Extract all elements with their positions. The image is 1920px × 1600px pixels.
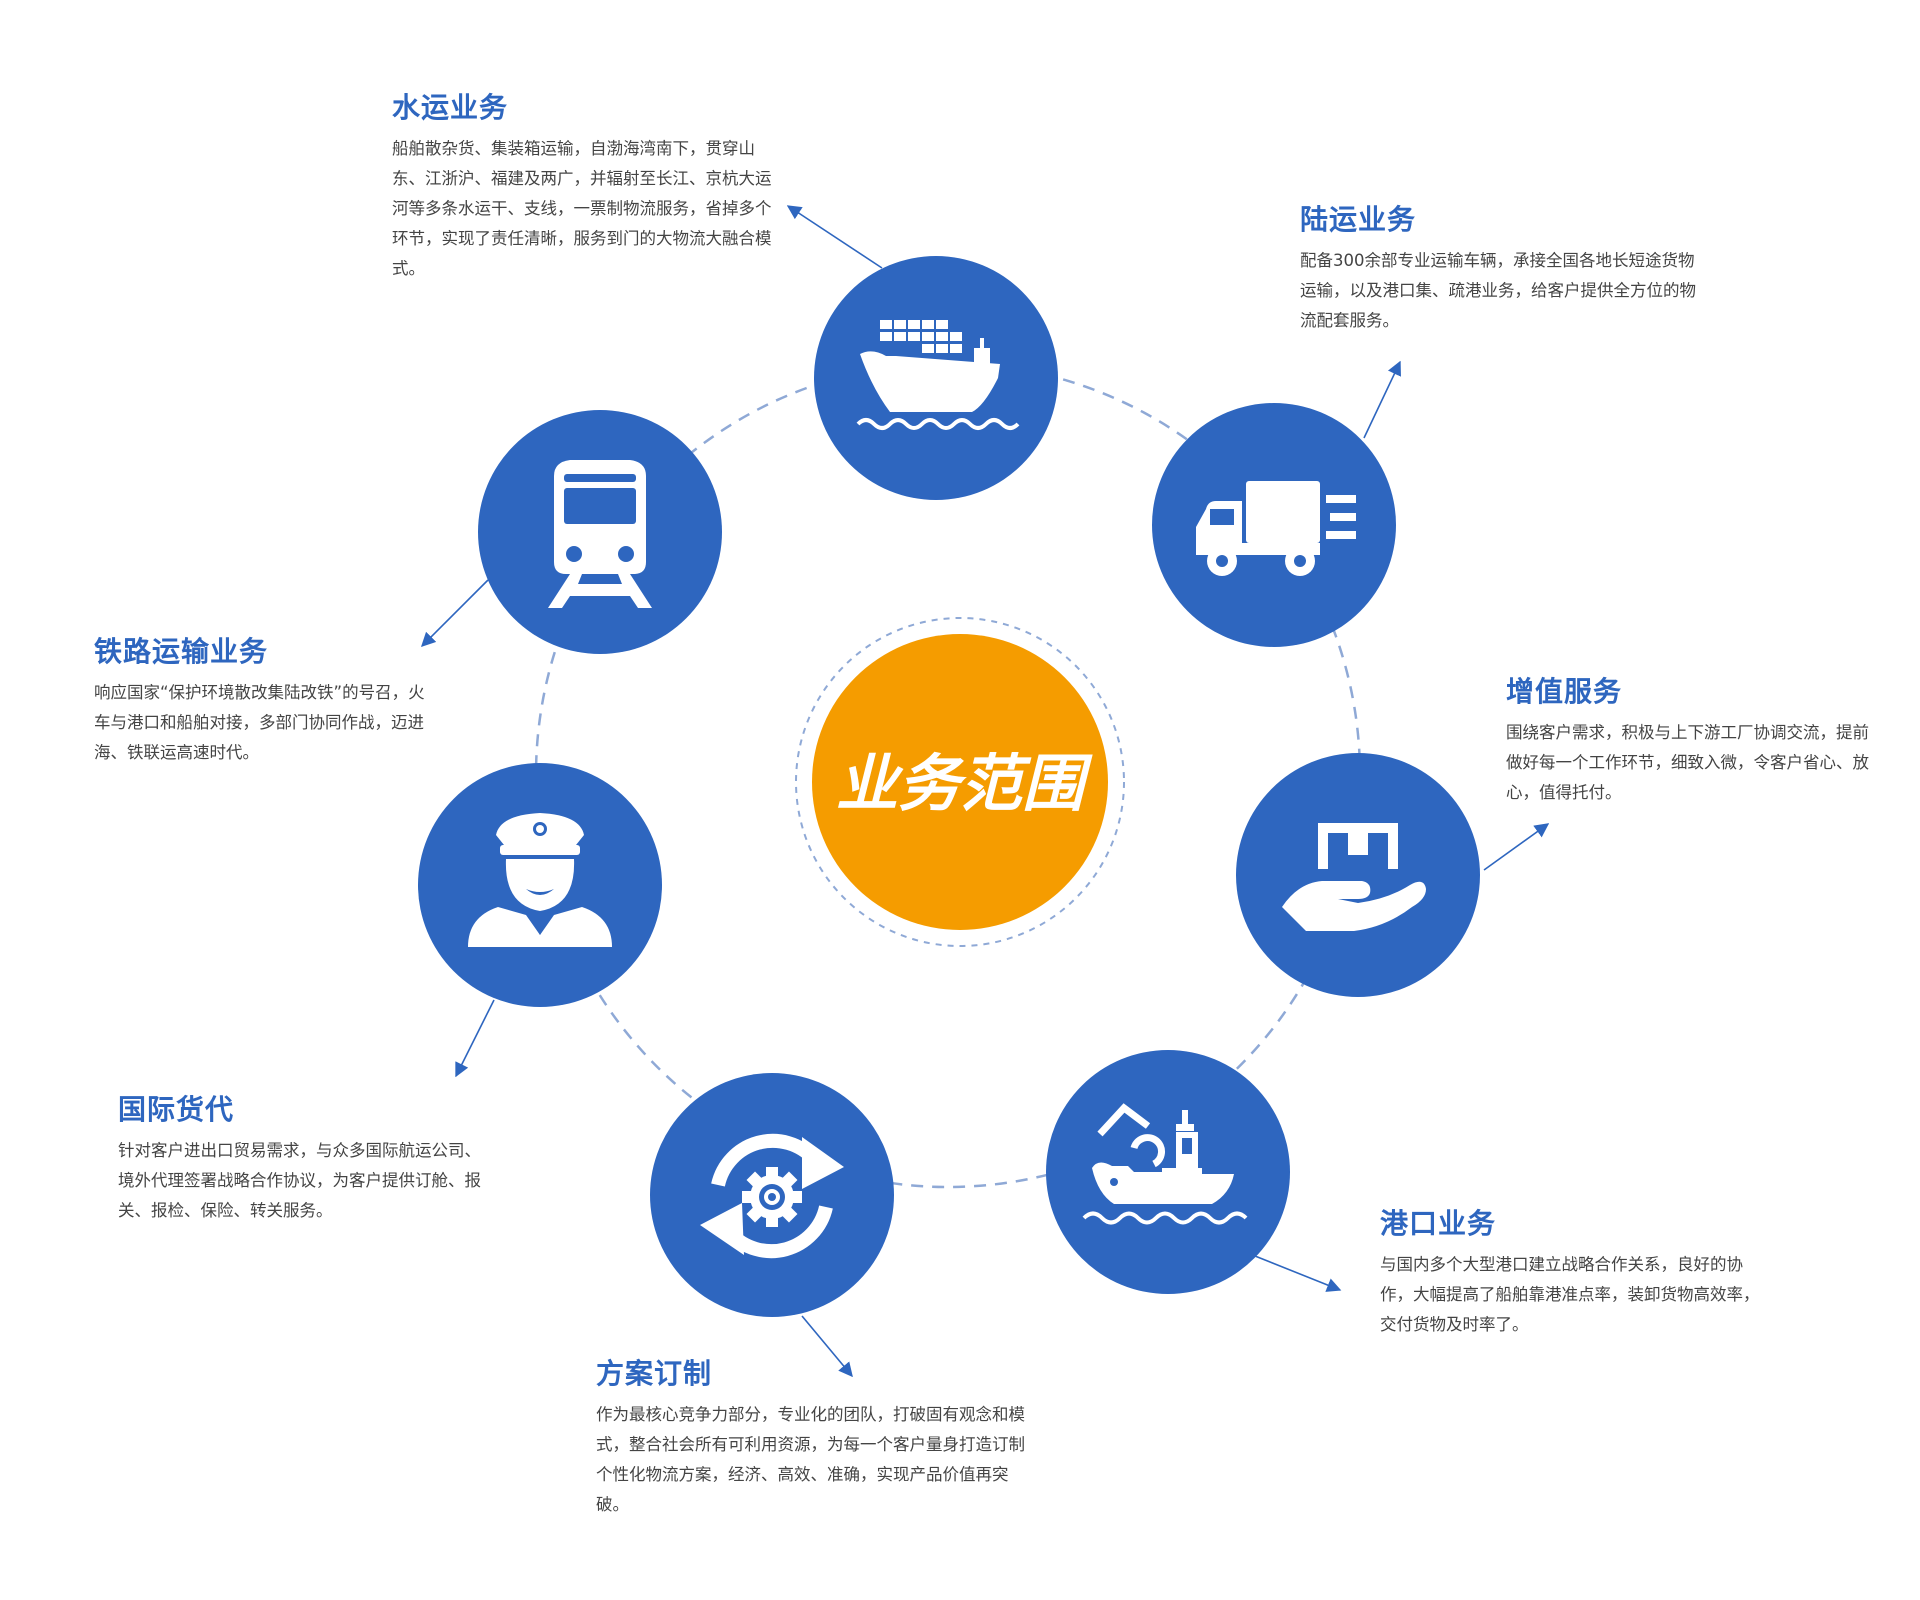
center-label: 业务范围 (836, 747, 1093, 820)
service-title: 国际货代 (118, 1093, 235, 1126)
arrow-land (1363, 360, 1401, 439)
arrow-plan (801, 1315, 853, 1378)
node-plan[interactable] (650, 1073, 894, 1317)
service-desc: 与国内多个大型港口建立战略合作关系，良好的协作，大幅提高了船舶靠港准点率，装卸货… (1380, 1255, 1760, 1334)
service-title: 港口业务 (1380, 1207, 1497, 1240)
arrow-forwarding (455, 999, 495, 1078)
service-desc: 船舶散杂货、集装箱运输，自渤海湾南下，贯穿山东、江浙沪、福建及两广，并辐射至长江… (392, 139, 772, 278)
node-water[interactable] (814, 256, 1058, 500)
arrow-rail (420, 579, 489, 648)
service-title: 水运业务 (392, 91, 509, 124)
service-desc: 围绕客户需求，积极与上下游工厂协调交流，提前做好每一个工作环节，细致入微，令客户… (1506, 723, 1869, 802)
node-land[interactable] (1152, 403, 1396, 647)
service-desc: 作为最核心竞争力部分，专业化的团队，打破固有观念和模式，整合社会所有可利用资源，… (596, 1405, 1025, 1514)
service-block-plan: 方案订制 作为最核心竞争力部分，专业化的团队，打破固有观念和模式，整合社会所有可… (596, 1352, 1036, 1520)
service-block-forwarding: 国际货代 针对客户进出口贸易需求，与众多国际航运公司、境外代理签署战略合作协议，… (118, 1088, 492, 1226)
officer-icon (468, 813, 612, 947)
port-crane-ship-icon (1082, 1103, 1248, 1225)
node-port[interactable] (1046, 1050, 1290, 1294)
service-block-rail: 铁路运输业务 响应国家“保护环境散改集陆改铁”的号召，火车与港口和船舶对接，多部… (94, 630, 434, 768)
arrow-value (1483, 823, 1550, 871)
arrow-water (786, 205, 883, 269)
service-block-water: 水运业务 船舶散杂货、集装箱运输，自渤海湾南下，贯穿山东、江浙沪、福建及两广，并… (392, 86, 782, 284)
service-block-land: 陆运业务 配备300余部专业运输车辆，承接全国各地长短途货物运输，以及港口集、疏… (1300, 198, 1696, 336)
arrow-port (1254, 1255, 1342, 1292)
service-desc: 配备300余部专业运输车辆，承接全国各地长短途货物运输，以及港口集、疏港业务，给… (1300, 251, 1696, 330)
truck-icon (1196, 481, 1356, 576)
connector-arrows (420, 205, 1550, 1378)
center-dashed-ring (795, 617, 1125, 947)
service-title: 方案订制 (596, 1357, 713, 1390)
service-desc: 针对客户进出口贸易需求，与众多国际航运公司、境外代理签署战略合作协议，为客户提供… (118, 1141, 481, 1220)
cargo-ship-icon (856, 320, 1020, 430)
service-title: 铁路运输业务 (94, 635, 269, 668)
service-desc: 响应国家“保护环境散改集陆改铁”的号召，火车与港口和船舶对接，多部门协同作战，迈… (94, 683, 425, 762)
node-rail[interactable] (478, 410, 722, 654)
hand-box-icon (1282, 823, 1426, 931)
node-forwarding[interactable] (418, 763, 662, 1007)
node-value[interactable] (1236, 753, 1480, 997)
service-block-value: 增值服务 围绕客户需求，积极与上下游工厂协调交流，提前做好每一个工作环节，细致入… (1506, 670, 1878, 808)
train-icon (548, 460, 652, 608)
service-title: 增值服务 (1506, 675, 1623, 708)
service-block-port: 港口业务 与国内多个大型港口建立战略合作关系，良好的协作，大幅提高了船舶靠港准点… (1380, 1202, 1772, 1340)
gear-cycle-icon (700, 1133, 844, 1259)
service-title: 陆运业务 (1300, 203, 1417, 236)
center-disc (812, 634, 1108, 930)
